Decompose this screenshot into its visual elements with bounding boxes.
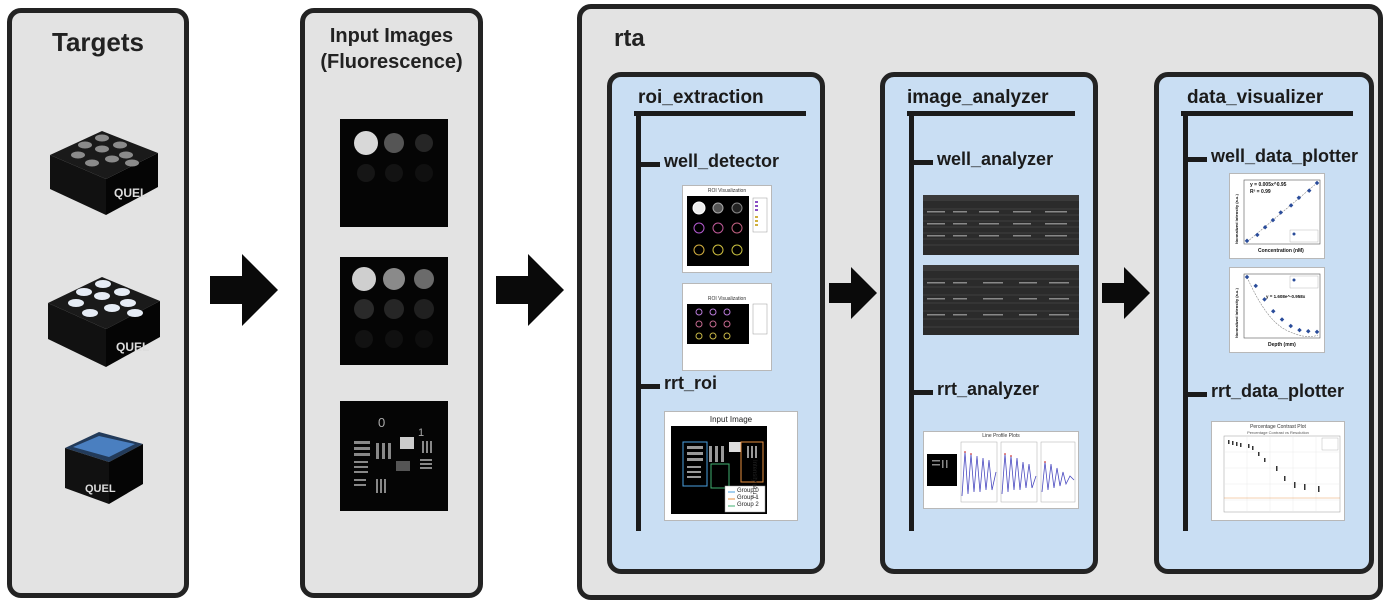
targets-panel: Targets QUEL QUEL QUEL: [7, 8, 189, 598]
depth-point-6: [1297, 327, 1302, 333]
image-analyzer-module: image_analyzer well_analyzer: [880, 72, 1098, 574]
depth-point-0: [1244, 274, 1250, 280]
percentage-contrast-subtitle: Percentage Contrast vs Resolution: [1247, 430, 1309, 435]
concentration-point-6: [1296, 195, 1302, 201]
concentration-fluorescence-image: [340, 119, 448, 227]
well-detector-thumb1-title: ROI Visualization: [707, 188, 747, 194]
arrow-targets-to-inputs: [210, 254, 278, 326]
depth-plot: y = 1.608e^-0.958x Depth (mm) Normalized…: [1229, 267, 1325, 353]
depth-point-3: [1270, 308, 1276, 314]
depth-plot-eq1: y = 1.608e^-0.958x: [1266, 294, 1306, 299]
depth-plot-xlabel: Depth (mm): [1268, 342, 1296, 348]
well-analyzer-branch: [909, 160, 933, 165]
resolution-group0-label: 0: [378, 415, 386, 430]
well-detector-thumb2-title: ROI Visualization: [707, 296, 747, 302]
well-detector-branch: [636, 162, 660, 167]
depth-fluorescence-image: [340, 257, 448, 365]
concentration-point-4: [1278, 210, 1284, 215]
depth-point-2: [1262, 297, 1267, 302]
image-analyzer-title: image_analyzer: [907, 87, 1049, 108]
concentration-plot-ylabel: Normalized Intensity (a.u.): [1234, 194, 1239, 244]
rrt-analyzer-thumb-title: Line Profile Plots: [982, 433, 1020, 439]
percentage-contrast-title: Percentage Contrast Plot: [1250, 424, 1306, 430]
rrt-data-plotter-branch: [1183, 392, 1207, 397]
concentration-point-1: [1255, 232, 1260, 238]
depth-fit-curve: [1246, 276, 1319, 337]
depth-point-1: [1253, 283, 1259, 289]
concentration-plot: y = 0.005x^0.95 R² = 0.99 Concentration …: [1229, 173, 1325, 259]
data-visualizer-module: data_visualizer well_data_plotter y = 0.…: [1154, 72, 1374, 574]
rrt-roi-branch: [636, 384, 660, 389]
well-detector-roi-thumbnail-2: ROI Visualization: [682, 283, 772, 371]
well-data-plotter-branch: [1183, 157, 1207, 162]
well-analyzer-table-1: [923, 195, 1079, 255]
well-analyzer-table-2: [923, 265, 1079, 335]
concentration-plot-eq1: y = 0.005x^0.95: [1250, 182, 1287, 188]
input-images-title-line2: (Fluorescence): [320, 51, 463, 73]
concentration-target-brand: QUEL: [114, 186, 147, 200]
concentration-point-5: [1288, 203, 1294, 208]
data-visualizer-tree-line: [1183, 111, 1188, 531]
depth-point-7: [1305, 329, 1311, 334]
well-detector-label: well_detector: [664, 151, 780, 171]
rrt-analyzer-branch: [909, 390, 933, 395]
depth-plot-ylabel: Normalized Intensity (a.u.): [1234, 288, 1239, 338]
arrow-inputs-to-rta: [496, 254, 564, 326]
rrt-roi-y-label: Intensity (a.u.): [751, 460, 757, 499]
well-data-plotter-label: well_data_plotter: [1211, 146, 1359, 166]
data-visualizer-title: data_visualizer: [1187, 87, 1324, 108]
targets-title: Targets: [52, 27, 144, 57]
concentration-point-7: [1306, 188, 1312, 193]
depth-point-4: [1279, 317, 1285, 322]
roi-extraction-module: roi_extraction well_detector ROI Visuali…: [607, 72, 825, 574]
rrt-data-plotter-label: rrt_data_plotter: [1211, 381, 1345, 401]
resolution-group1-label: 1: [418, 427, 425, 439]
rrt-roi-thumbnail: Input Image Group 0 Group 1 Group 2: [664, 411, 798, 521]
rrt-roi-thumb-title: Input Image: [709, 415, 753, 424]
rta-panel: rta roi_extraction well_detector ROI Vis…: [577, 4, 1383, 600]
resolution-target-image: QUEL: [65, 432, 143, 504]
roi-extraction-title: roi_extraction: [638, 87, 764, 108]
depth-point-8: [1314, 329, 1320, 335]
well-analyzer-label: well_analyzer: [937, 149, 1054, 169]
resolution-fluorescence-image: 0 1: [340, 401, 448, 511]
rrt-roi-legend-group0: Group 0: [737, 488, 759, 494]
depth-point-5: [1288, 323, 1294, 329]
input-images-title-line1: Input Images: [329, 25, 454, 47]
rrt-roi-label: rrt_roi: [664, 373, 718, 393]
roi-extraction-underline: [634, 111, 806, 116]
image-analyzer-tree-line: [909, 111, 914, 531]
percentage-contrast-plot: Percentage Contrast Plot Percentage Cont…: [1211, 421, 1345, 521]
resolution-target-brand: QUEL: [85, 483, 116, 495]
arrow-roi-to-analyzer: [829, 267, 877, 319]
arrow-analyzer-to-visualizer: [1102, 267, 1150, 319]
image-analyzer-underline: [907, 111, 1075, 116]
concentration-target-image: QUEL: [50, 131, 158, 215]
depth-target-brand: QUEL: [116, 340, 149, 354]
data-visualizer-underline: [1181, 111, 1353, 116]
concentration-plot-eq2: R² = 0.99: [1250, 189, 1271, 195]
rrt-roi-legend-group2: Group 2: [737, 502, 759, 508]
rrt-analyzer-label: rrt_analyzer: [937, 379, 1040, 399]
concentration-plot-xlabel: Concentration (nM): [1258, 248, 1304, 254]
well-detector-roi-thumbnail-1: ROI Visualization: [682, 185, 772, 273]
rrt-analyzer-thumbnail: Line Profile Plots: [923, 431, 1079, 509]
roi-extraction-tree-line: [636, 111, 641, 531]
concentration-point-8: [1314, 180, 1320, 186]
concentration-point-0: [1244, 238, 1250, 244]
depth-target-image: QUEL: [48, 277, 160, 367]
input-images-panel: Input Images (Fluorescence) 0: [300, 8, 483, 598]
rrt-roi-legend-group1: Group 1: [737, 495, 759, 501]
rta-title: rta: [614, 25, 645, 52]
